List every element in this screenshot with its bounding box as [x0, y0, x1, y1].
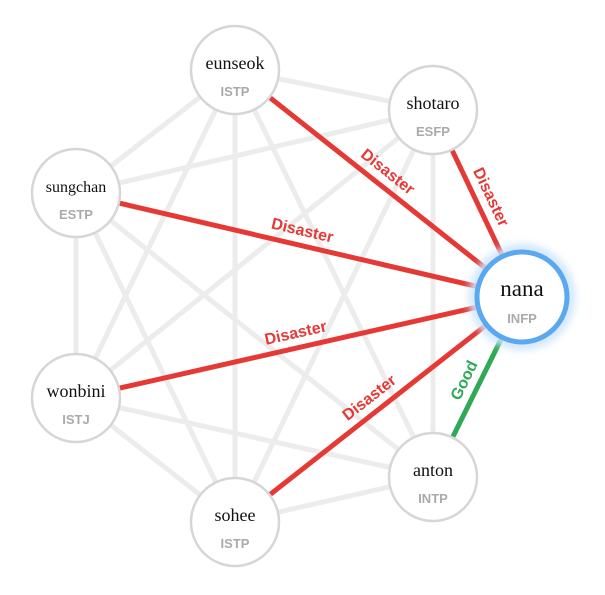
node-circle [474, 249, 570, 345]
node-mbti-type: ESFP [416, 124, 450, 139]
relation-label-anton-nana: Good [448, 358, 482, 403]
background-link [73, 190, 436, 480]
node-mbti-type: ISTP [221, 84, 250, 99]
node-name: shotaro [407, 93, 460, 113]
relation-link-wonbini-nana [75, 294, 523, 401]
background-link [73, 395, 436, 480]
background-link [73, 190, 238, 525]
background-link [232, 107, 436, 525]
node-circle [189, 24, 281, 116]
relation-link-sungchan-nana [75, 190, 523, 300]
node-name: nana [500, 276, 543, 301]
node-name: sungchan [46, 179, 106, 196]
highlight-glow [469, 244, 575, 350]
node-name: anton [413, 460, 453, 480]
node-name: sohee [215, 505, 256, 525]
background-link [232, 67, 436, 480]
node-circle [30, 147, 122, 239]
background-links [73, 67, 436, 525]
node-mbti-type: INFP [507, 311, 537, 326]
node-mbti-type: INTP [418, 491, 448, 506]
node-circle [387, 431, 479, 523]
relation-link-eunseok-nana [233, 68, 524, 299]
background-link [73, 107, 436, 196]
node-circle [30, 352, 122, 444]
background-link [73, 67, 238, 401]
node-circle [387, 64, 479, 156]
node-mbti-type: ISTJ [62, 412, 89, 427]
node-name: eunseok [206, 53, 265, 73]
node-mbti-type: ISTP [221, 536, 250, 551]
node-name: wonbini [46, 381, 105, 401]
relation-link-sohee-nana [233, 295, 524, 524]
background-link [73, 107, 436, 401]
node-mbti-type: ESTP [59, 207, 93, 222]
node-circle [189, 476, 281, 568]
